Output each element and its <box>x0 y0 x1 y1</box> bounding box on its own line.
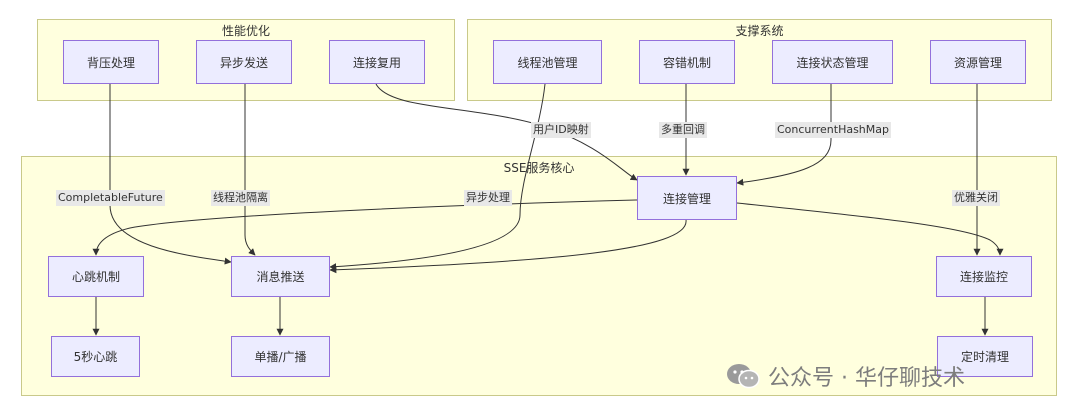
node-async-send[interactable]: 异步发送 <box>196 40 292 84</box>
node-fault-tolerance[interactable]: 容错机制 <box>639 40 735 84</box>
node-conn-reuse-label: 连接复用 <box>352 55 401 70</box>
node-conn-state[interactable]: 连接状态管理 <box>772 40 893 84</box>
node-async-send-label: 异步发送 <box>219 55 268 70</box>
node-hb-5s-label: 5秒心跳 <box>73 350 118 364</box>
edge-threadpool-to-push <box>329 83 546 271</box>
node-timed-cleanup-label: 定时清理 <box>960 350 1009 364</box>
node-conn-reuse[interactable]: 连接复用 <box>329 40 425 84</box>
cluster-performance-title: 性能优化 <box>221 24 270 38</box>
edge-conn-to-push <box>329 219 687 274</box>
node-thread-pool-label: 线程池管理 <box>517 55 578 70</box>
cluster-sse-core-title: SSE服务核心 <box>503 161 575 175</box>
edge-label-thread-isolation: 线程池隔离 <box>211 190 270 206</box>
node-thread-pool[interactable]: 线程池管理 <box>493 40 602 84</box>
node-fault-tolerance-label: 容错机制 <box>662 55 711 70</box>
node-msg-push[interactable]: 消息推送 <box>231 256 330 297</box>
node-unicast-label: 单播/广播 <box>254 350 307 364</box>
edge-conn-reuse-to-conn-mgmt <box>375 83 638 181</box>
node-conn-monitor[interactable]: 连接监控 <box>936 256 1032 297</box>
cluster-support-title: 支撑系统 <box>735 24 784 38</box>
node-backpressure-label: 背压处理 <box>86 55 135 70</box>
edge-conn-to-monitor <box>736 202 1004 256</box>
node-unicast[interactable]: 单播/广播 <box>231 336 330 377</box>
edge-label-user-id-map: 用户ID映射 <box>531 122 591 138</box>
node-resource-label: 资源管理 <box>953 55 1002 70</box>
node-msg-push-label: 消息推送 <box>256 270 305 284</box>
edge-label-concurrent-map: ConcurrentHashMap <box>775 122 891 138</box>
node-backpressure[interactable]: 背压处理 <box>63 40 159 84</box>
node-conn-monitor-label: 连接监控 <box>959 270 1008 284</box>
node-heartbeat-label: 心跳机制 <box>71 270 120 284</box>
node-conn-state-label: 连接状态管理 <box>796 55 869 70</box>
node-resource[interactable]: 资源管理 <box>930 40 1026 84</box>
edge-backpressure-to-push <box>109 84 232 265</box>
cluster-sse-core: SSE服务核心 <box>21 156 1057 396</box>
watermark-text: 公众号 · 华仔聊技术 <box>768 366 965 391</box>
node-conn-mgmt-label: 连接管理 <box>662 191 711 206</box>
edge-label-graceful-close: 优雅关闭 <box>952 190 1000 206</box>
edge-state-to-conn-mgmt <box>736 84 832 186</box>
node-conn-mgmt[interactable]: 连接管理 <box>637 176 737 220</box>
edge-label-async-process: 异步处理 <box>464 190 512 206</box>
edge-async-to-push <box>244 84 256 256</box>
wechat-icon <box>726 363 760 389</box>
edge-label-completable-future: CompletableFuture <box>56 190 165 206</box>
node-timed-cleanup[interactable]: 定时清理 <box>937 336 1033 377</box>
edge-label-multi-callback: 多重回调 <box>659 122 707 138</box>
node-hb-5s[interactable]: 5秒心跳 <box>51 336 140 377</box>
edge-conn-to-heartbeat <box>92 199 638 256</box>
node-heartbeat[interactable]: 心跳机制 <box>48 256 144 297</box>
watermark: 公众号 · 华仔聊技术 <box>726 360 965 392</box>
